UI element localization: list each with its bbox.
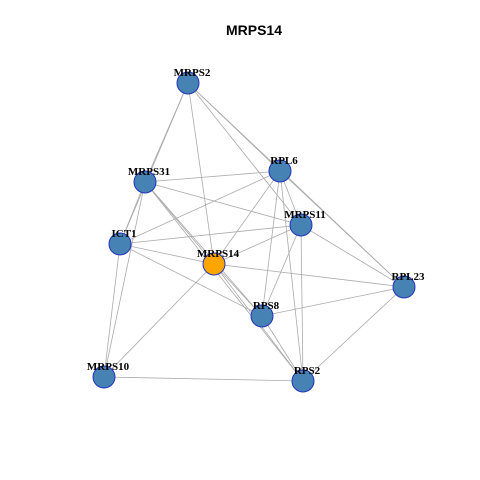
edge-ict1-mrps10 <box>103 243 121 378</box>
edge-mrps2-ict1 <box>119 82 189 245</box>
edge-rps8-rps2 <box>261 315 304 382</box>
node-label-rpl6: RPL6 <box>270 155 298 167</box>
edge-mrps31-mrps11 <box>144 181 302 226</box>
node-rpl6[interactable] <box>268 159 292 183</box>
node-ict1[interactable] <box>108 232 132 256</box>
edge-mrps14-rpl6 <box>213 170 281 265</box>
edge-mrps11-rps2 <box>300 224 304 382</box>
edge-mrps11-rpl23 <box>300 224 405 288</box>
node-label-rps2: RPS2 <box>294 365 321 377</box>
edge-rpl6-rpl23 <box>279 170 405 288</box>
edge-mrps2-mrps14 <box>187 82 215 265</box>
edge-ict1-mrps14 <box>119 243 215 265</box>
edge-mrps31-rps8 <box>144 181 263 317</box>
edge-mrps14-rpl23 <box>213 263 405 288</box>
node-label-rps8: RPS8 <box>253 300 280 312</box>
node-label-mrps10: MRPS10 <box>87 361 130 373</box>
node-rps2[interactable] <box>291 369 315 393</box>
node-mrps11[interactable] <box>289 213 313 237</box>
edge-mrps31-rpl6 <box>144 170 281 183</box>
node-label-mrps14: MRPS14 <box>197 248 240 260</box>
edge-mrps14-mrps10 <box>103 263 215 378</box>
edge-ict1-rpl6 <box>119 170 281 245</box>
node-mrps31[interactable] <box>133 170 157 194</box>
node-mrps10[interactable] <box>92 365 116 389</box>
edge-rpl23-rps8 <box>261 286 405 317</box>
node-label-mrps2: MRPS2 <box>174 67 211 79</box>
edge-rpl6-rps2 <box>279 170 304 382</box>
edge-layer <box>103 82 405 382</box>
edge-mrps31-mrps10 <box>103 181 146 378</box>
node-label-rpl23: RPL23 <box>392 271 426 283</box>
node-rpl23[interactable] <box>392 275 416 299</box>
edge-mrps14-rps8 <box>213 263 263 317</box>
label-layer: MRPS2RPL6MRPS31MRPS11ICT1MRPS14RPL23RPS8… <box>87 67 425 377</box>
edge-mrps31-rps2 <box>144 181 304 382</box>
edge-ict1-rps8 <box>119 243 263 317</box>
node-layer <box>92 71 416 393</box>
node-label-mrps31: MRPS31 <box>128 166 170 178</box>
node-mrps2[interactable] <box>176 71 200 95</box>
edge-mrps11-rps8 <box>261 224 302 317</box>
node-mrps14[interactable] <box>202 252 226 276</box>
edge-ict1-mrps11 <box>119 224 302 245</box>
node-label-ict1: ICT1 <box>111 228 136 240</box>
node-label-mrps11: MRPS11 <box>284 209 326 221</box>
graph-title: MRPS14 <box>226 22 282 38</box>
edge-mrps10-rps2 <box>103 376 304 382</box>
edge-rpl23-rps2 <box>302 286 405 382</box>
node-rps8[interactable] <box>250 304 274 328</box>
edge-rpl6-rps8 <box>261 170 281 317</box>
edge-mrps2-mrps11 <box>187 82 302 226</box>
